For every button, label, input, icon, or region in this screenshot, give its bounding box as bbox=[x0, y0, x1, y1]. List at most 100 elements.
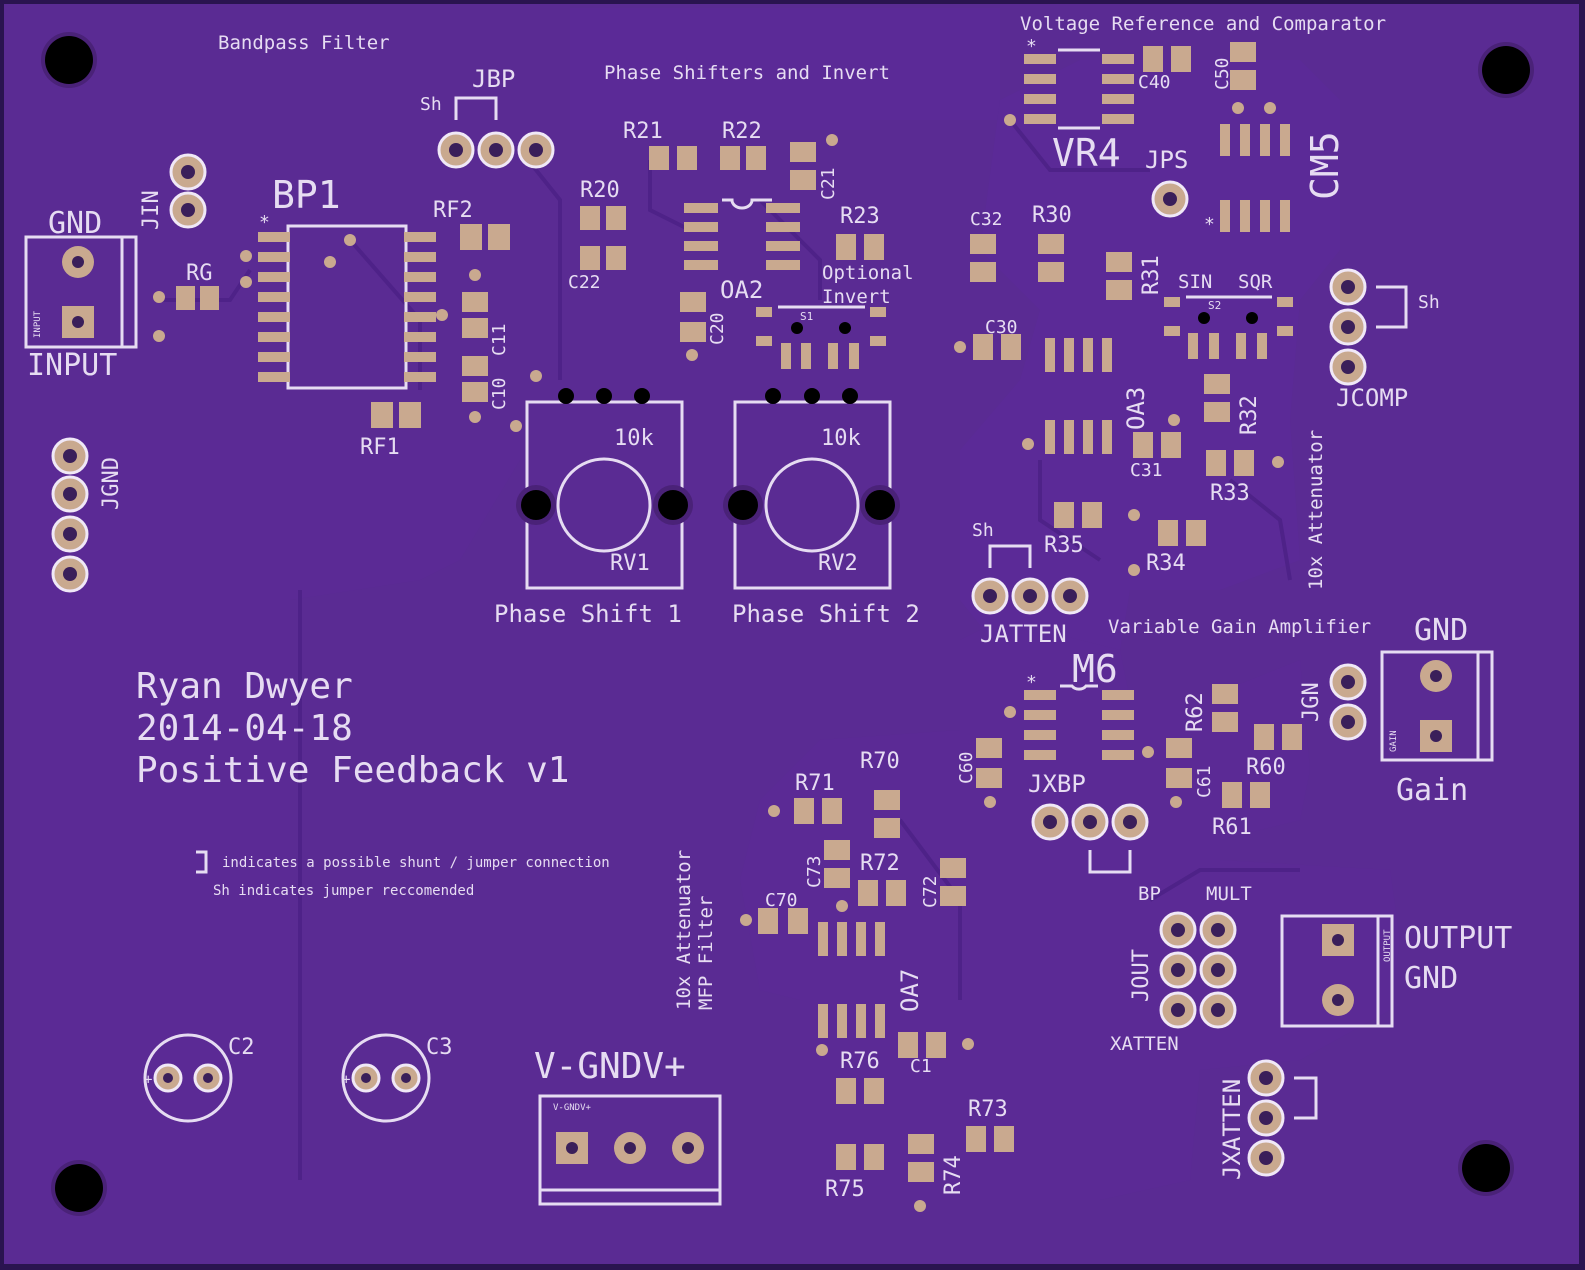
jgnd-header bbox=[51, 437, 89, 593]
rv2-pot[interactable] bbox=[723, 388, 900, 590]
r71-label: R71 bbox=[795, 771, 835, 796]
cm5-ic: * bbox=[1204, 124, 1290, 235]
c3-label: C3 bbox=[426, 1035, 453, 1060]
c11-label: C11 bbox=[489, 323, 510, 356]
jin-header bbox=[169, 153, 207, 229]
c2-label: C2 bbox=[228, 1035, 255, 1060]
r61-label: R61 bbox=[1212, 815, 1252, 840]
sqr-label: SQR bbox=[1238, 271, 1273, 293]
c31-label: C31 bbox=[1130, 460, 1163, 481]
jps-header bbox=[1151, 180, 1189, 218]
rv1-label: RV1 bbox=[610, 551, 650, 576]
power-label: V-GNDV+ bbox=[534, 1046, 686, 1087]
r35-label: R35 bbox=[1044, 533, 1084, 558]
svg-text:+: + bbox=[342, 1072, 350, 1088]
c61-label: C61 bbox=[1194, 765, 1215, 798]
output-terminal: OUTPUT bbox=[1280, 914, 1394, 1028]
r30-label: R30 bbox=[1032, 203, 1072, 228]
c21-label: C21 bbox=[818, 167, 839, 200]
input-gnd-label: GND bbox=[48, 206, 102, 241]
jbp-sh-label: Sh bbox=[420, 94, 442, 115]
mult-label: MULT bbox=[1206, 883, 1252, 905]
output-gnd-label: GND bbox=[1404, 961, 1458, 996]
svg-text:*: * bbox=[259, 212, 270, 233]
rg-label: RG bbox=[186, 261, 213, 286]
c72-label: C72 bbox=[920, 875, 941, 908]
r21-label: R21 bbox=[623, 119, 663, 144]
r62-label: R62 bbox=[1183, 692, 1208, 732]
svg-text:*: * bbox=[1026, 672, 1037, 693]
svg-text:+: + bbox=[144, 1072, 152, 1088]
c60-label: C60 bbox=[956, 751, 977, 784]
rf1-pad bbox=[371, 402, 393, 428]
svg-text:*: * bbox=[1204, 214, 1215, 235]
section-title-vref: Voltage Reference and Comparator bbox=[1020, 13, 1386, 35]
oa2-ic bbox=[684, 198, 800, 270]
gain-terminal: GAIN bbox=[1380, 650, 1494, 762]
jout-label: JOUT bbox=[1129, 949, 1154, 1002]
section-title-phase: Phase Shifters and Invert bbox=[604, 62, 890, 84]
cm5-label: CM5 bbox=[1303, 131, 1347, 200]
r22-label: R22 bbox=[722, 119, 762, 144]
output-label: OUTPUT bbox=[1404, 921, 1512, 956]
jgn-label: JGN bbox=[1299, 682, 1324, 722]
r75-label: R75 bbox=[825, 1177, 865, 1202]
jxatten-header bbox=[1247, 1059, 1318, 1177]
c73-label: C73 bbox=[804, 855, 825, 888]
rf1-label: RF1 bbox=[360, 435, 400, 460]
m6-ic: * bbox=[1024, 672, 1134, 760]
gain-gnd-label: GND bbox=[1414, 613, 1468, 648]
optional-label-1: Optional bbox=[822, 262, 914, 284]
gain-label: Gain bbox=[1396, 773, 1468, 808]
m6-label: M6 bbox=[1072, 647, 1118, 691]
r76-label: R76 bbox=[840, 1049, 880, 1074]
atten-mfp-label-1: 10x Attenuator bbox=[673, 850, 695, 1010]
mounting-holes bbox=[41, 32, 1534, 1216]
jxbp-label: JXBP bbox=[1028, 770, 1086, 798]
phase-shift-2-label: Phase Shift 2 bbox=[732, 600, 920, 628]
sin-label: SIN bbox=[1178, 271, 1212, 293]
credit-author: Ryan Dwyer bbox=[136, 666, 353, 707]
rv1-pot[interactable] bbox=[516, 388, 693, 590]
c70-label: C70 bbox=[765, 890, 798, 911]
jxbp-header bbox=[1031, 803, 1149, 874]
oa7-ic bbox=[818, 922, 885, 1038]
bp-label: BP bbox=[1138, 883, 1161, 905]
credit-project: Positive Feedback v1 bbox=[136, 750, 569, 791]
jin-label: JIN bbox=[139, 190, 164, 230]
oa3-label: OA3 bbox=[1122, 387, 1150, 430]
rv2-value: 10k bbox=[821, 426, 861, 451]
phase-shift-1-label: Phase Shift 1 bbox=[494, 600, 682, 628]
credit-date: 2014-04-18 bbox=[136, 708, 353, 749]
r34-label: R34 bbox=[1146, 551, 1186, 576]
jcomp-sh-label: Sh bbox=[1418, 292, 1440, 313]
jgnd-label: JGND bbox=[99, 457, 124, 510]
jout-header bbox=[1159, 911, 1237, 1029]
oa7-label: OA7 bbox=[896, 969, 924, 1012]
svg-text:*: * bbox=[1026, 36, 1037, 57]
s2-label: S2 bbox=[1208, 299, 1221, 312]
vr4-ic: * bbox=[1024, 36, 1134, 130]
note-jumper: Sh indicates jumper reccomended bbox=[213, 883, 474, 899]
r23-label: R23 bbox=[840, 204, 880, 229]
bp1-label: BP1 bbox=[272, 173, 341, 217]
optional-label-2: Invert bbox=[822, 286, 891, 308]
rv2-label: RV2 bbox=[818, 551, 858, 576]
oa3-ic bbox=[1045, 338, 1112, 454]
c2-capacitor: + bbox=[143, 1033, 233, 1123]
rf2-pad bbox=[460, 224, 482, 250]
s1-switch[interactable] bbox=[756, 305, 886, 369]
c3-capacitor: + bbox=[341, 1033, 431, 1123]
svg-text:OUTPUT: OUTPUT bbox=[1383, 929, 1393, 962]
atten-right-label: 10x Attenuator bbox=[1305, 430, 1327, 590]
power-terminal: V-GNDV+ bbox=[538, 1094, 722, 1206]
rf2-label: RF2 bbox=[433, 198, 473, 223]
s2-switch[interactable] bbox=[1164, 295, 1293, 359]
c40-label: C40 bbox=[1138, 72, 1171, 93]
svg-text:GAIN: GAIN bbox=[1389, 730, 1399, 752]
xatten-label: XATTEN bbox=[1110, 1033, 1179, 1055]
c1-label: C1 bbox=[910, 1056, 932, 1077]
jcomp-label: JCOMP bbox=[1336, 384, 1408, 412]
jatten-sh-label: Sh bbox=[972, 520, 994, 541]
